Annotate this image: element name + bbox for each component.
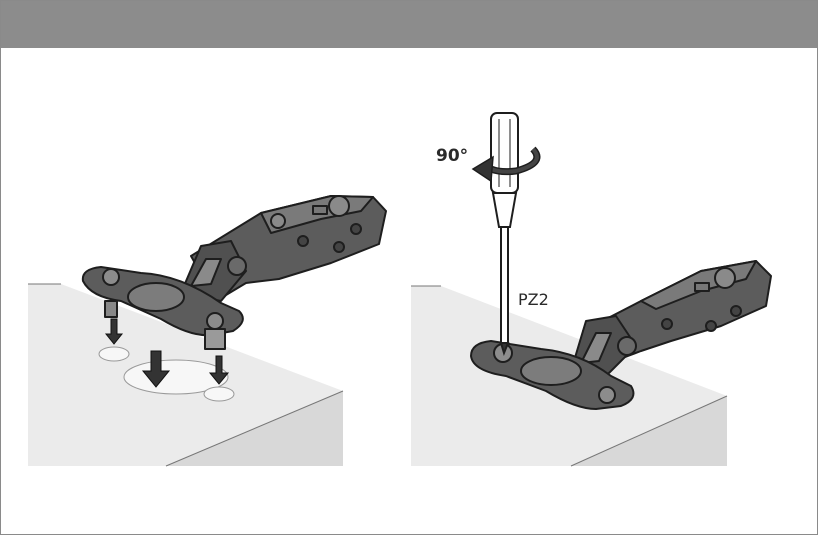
hinge-right: [470, 260, 772, 410]
header-bar: [1, 1, 817, 48]
step-2-illustration: 90° PZ2: [411, 112, 772, 467]
drill-holes-left: [98, 346, 235, 402]
hinge-left: [81, 195, 387, 350]
step-1-illustration: [28, 195, 387, 467]
rotation-angle-label: 90°: [436, 146, 468, 166]
insert-arrows: [104, 318, 230, 388]
arrow-down-icon: [141, 350, 171, 388]
arrow-down-icon: [104, 318, 124, 345]
arrow-down-icon: [208, 355, 230, 385]
rotate-arrow-icon: [471, 146, 541, 183]
driver-size-label: PZ2: [518, 290, 549, 309]
